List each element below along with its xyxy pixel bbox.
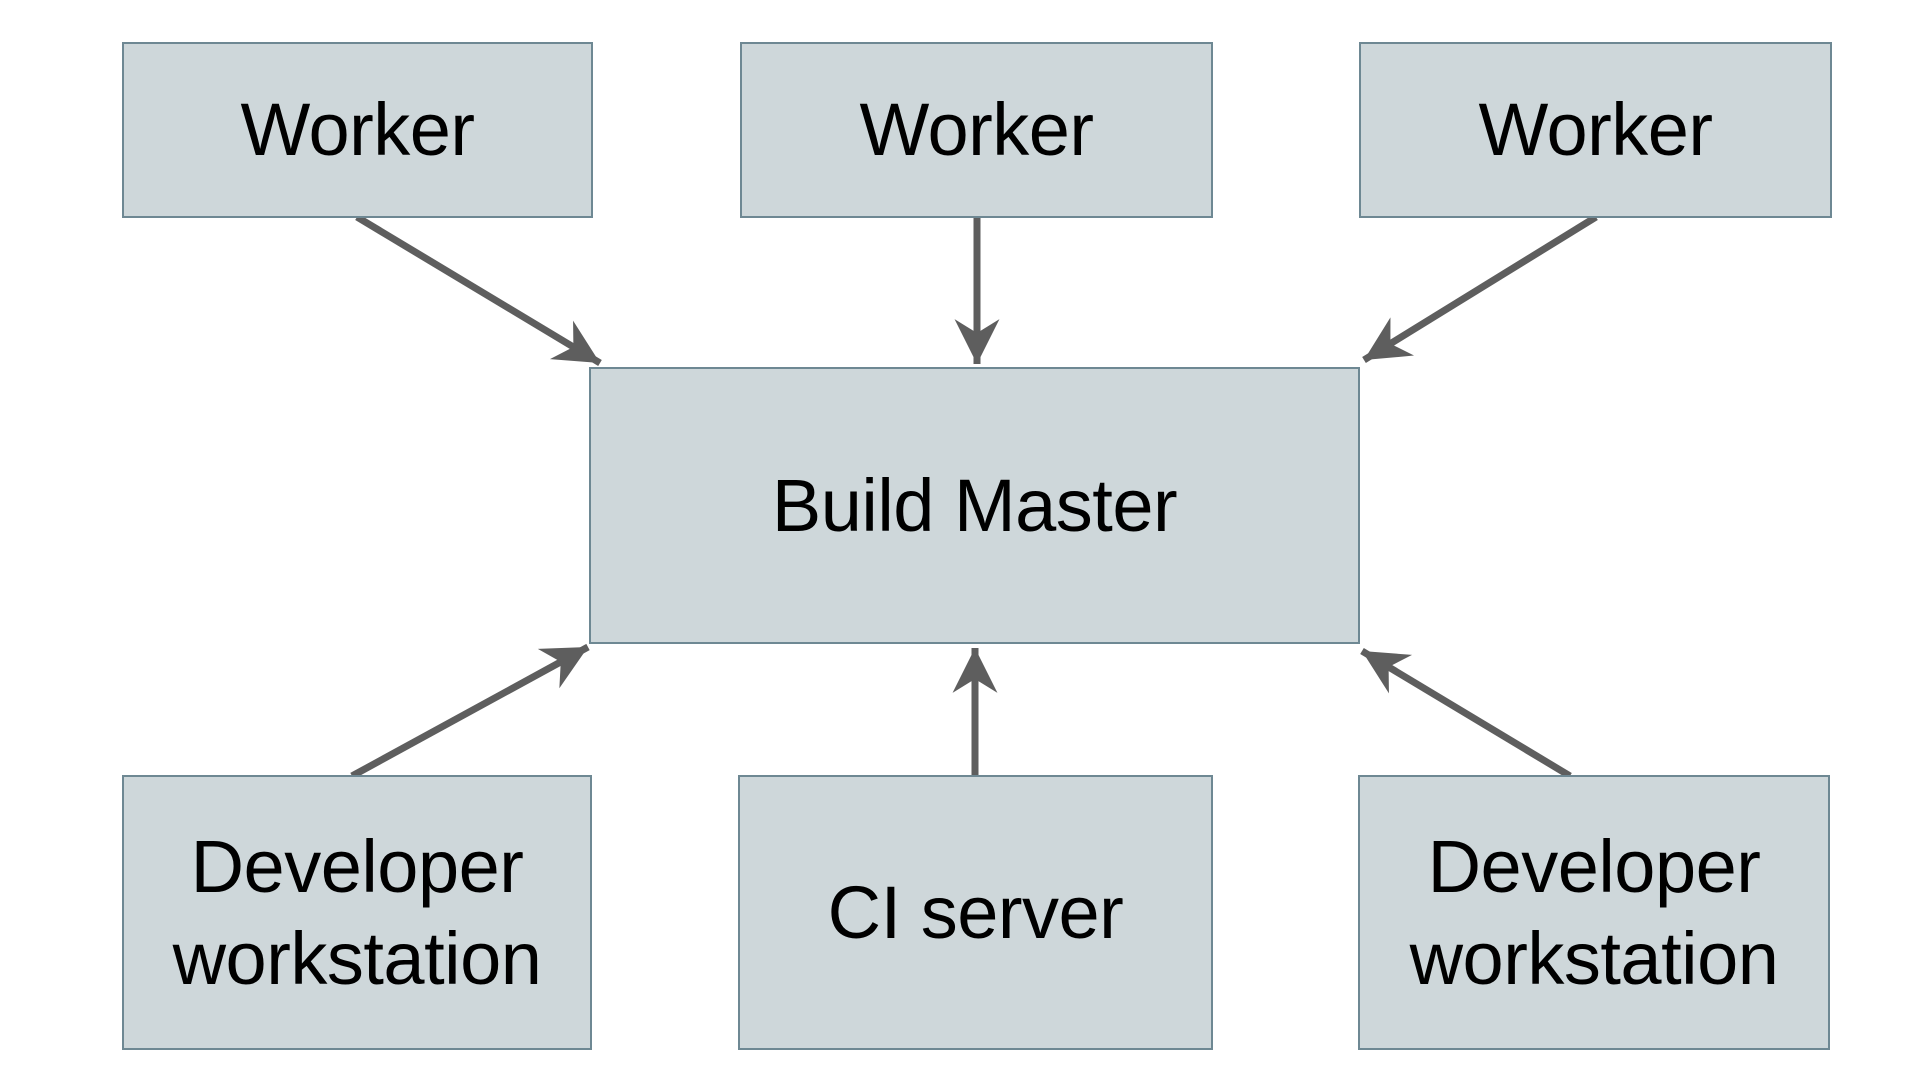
edge-dev2-to-buildmaster [1360,648,1572,779]
node-ci-server: CI server [738,775,1213,1050]
node-developer-workstation-2: Developer workstation [1358,775,1830,1050]
node-developer-workstation-1-label: Developer workstation [172,824,542,1000]
node-worker-1: Worker [122,42,593,218]
node-worker-3: Worker [1359,42,1832,218]
node-worker-2-label: Worker [859,88,1094,172]
node-worker-2: Worker [740,42,1213,218]
edge-worker3-to-buildmaster [1362,214,1598,363]
node-worker-3-label: Worker [1478,88,1713,172]
node-developer-workstation-2-label: Developer workstation [1409,824,1779,1000]
node-build-master: Build Master [589,367,1360,644]
edge-worker1-to-buildmaster [355,213,602,367]
node-worker-1-label: Worker [240,88,475,172]
edge-dev1-to-buildmaster [350,643,590,780]
node-build-master-label: Build Master [771,463,1178,547]
node-developer-workstation-1: Developer workstation [122,775,592,1050]
node-ci-server-label: CI server [827,870,1124,954]
